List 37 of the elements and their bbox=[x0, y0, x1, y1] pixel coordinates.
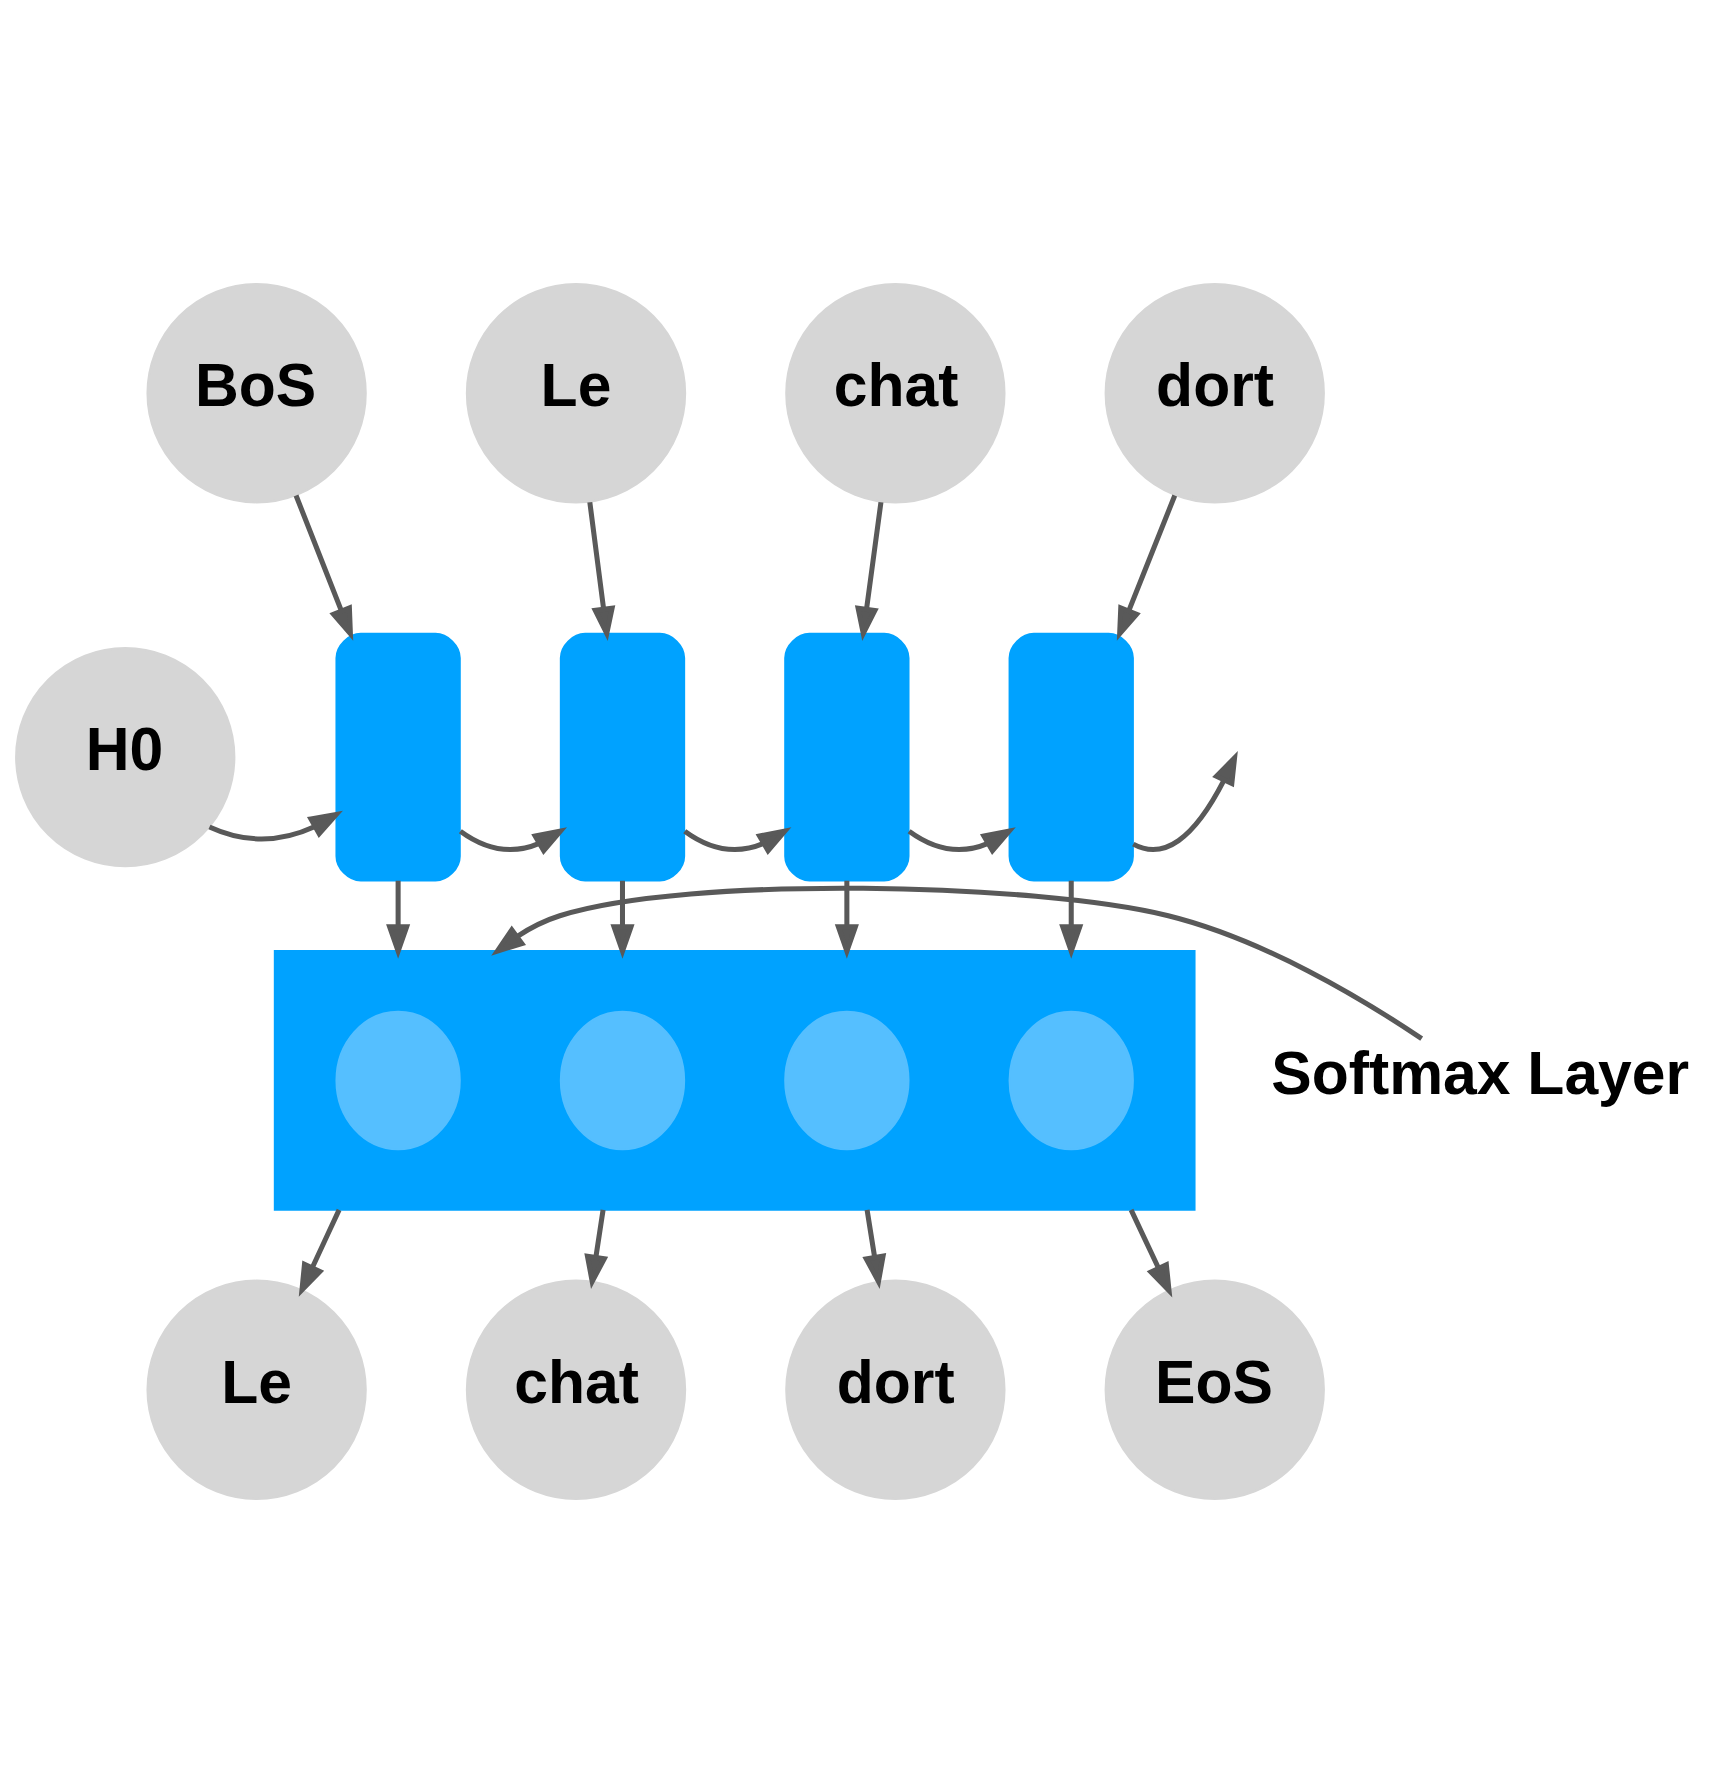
arrow bbox=[584, 1209, 609, 1289]
arrow bbox=[907, 826, 1016, 855]
arrow bbox=[298, 1208, 342, 1297]
node-ellipse bbox=[335, 1010, 461, 1150]
node-box bbox=[784, 632, 910, 881]
arrow bbox=[854, 501, 884, 641]
node-text: Softmax Layer bbox=[1271, 1038, 1690, 1107]
node-circle: dort bbox=[785, 1279, 1006, 1500]
node-box bbox=[1008, 632, 1134, 881]
node-circle: Le bbox=[465, 282, 687, 503]
node-ellipse bbox=[1008, 1010, 1134, 1150]
arrow bbox=[1128, 1208, 1173, 1297]
arrow bbox=[683, 826, 792, 855]
node-ellipse bbox=[559, 1010, 686, 1150]
arrow bbox=[386, 880, 411, 959]
node-ellipse bbox=[784, 1010, 910, 1150]
node-box bbox=[335, 632, 461, 881]
arrow bbox=[862, 1208, 887, 1289]
node-circle: chat bbox=[465, 1279, 687, 1500]
arrow bbox=[1059, 880, 1084, 959]
arrow bbox=[293, 494, 354, 641]
node-circle: dort bbox=[1104, 282, 1325, 503]
node-box bbox=[559, 632, 686, 881]
arrow bbox=[610, 880, 635, 959]
node-circle: Le bbox=[146, 1279, 367, 1500]
arrow bbox=[208, 810, 343, 841]
node-circle: chat bbox=[785, 282, 1006, 503]
arrow bbox=[834, 880, 859, 959]
cluster bbox=[273, 949, 1196, 1211]
arrow bbox=[458, 826, 568, 855]
node-circle: BoS bbox=[146, 282, 367, 503]
node-circle: EoS bbox=[1104, 1279, 1325, 1500]
arrow bbox=[1132, 750, 1238, 852]
arrow bbox=[587, 501, 616, 641]
node-circle: H0 bbox=[15, 646, 236, 867]
arrow bbox=[491, 885, 1424, 1041]
arrow bbox=[1116, 494, 1178, 641]
